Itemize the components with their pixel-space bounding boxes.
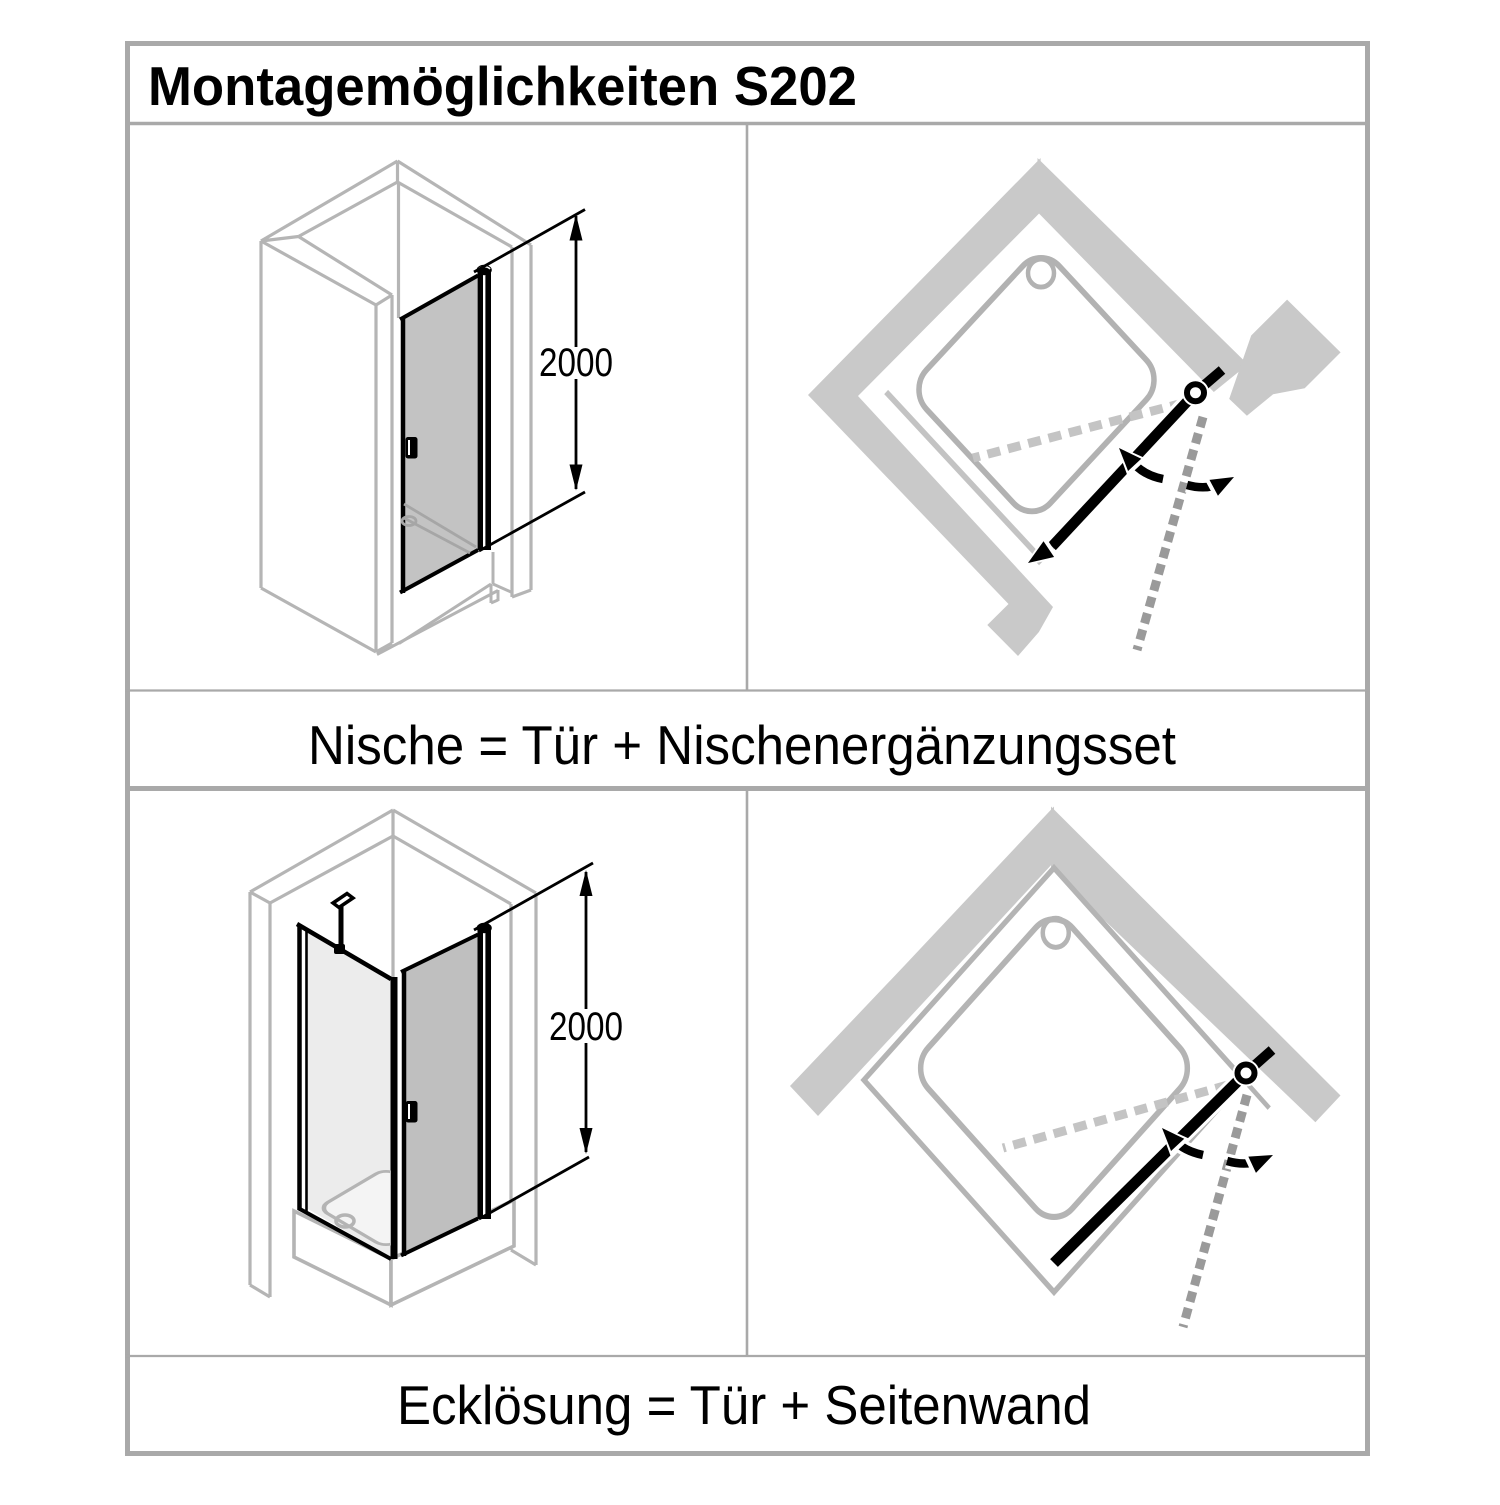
svg-text:Ecklösung = Tür + Seitenwand: Ecklösung = Tür + Seitenwand [397, 1374, 1091, 1436]
svg-text:2000: 2000 [539, 341, 613, 385]
svg-text:Nische = Tür + Nischenergänzun: Nische = Tür + Nischenergänzungsset [308, 714, 1176, 776]
svg-text:2000: 2000 [549, 1005, 623, 1049]
svg-text:Montagemöglichkeiten S202: Montagemöglichkeiten S202 [148, 55, 857, 117]
